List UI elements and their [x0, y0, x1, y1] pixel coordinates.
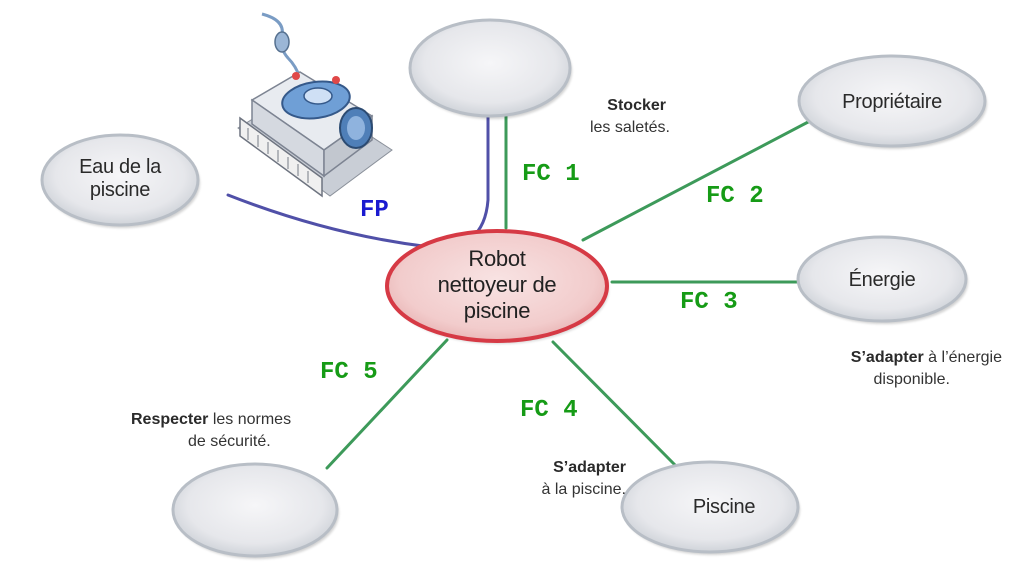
- fc2-label: FC 2: [706, 183, 764, 210]
- fc2-link: [581, 119, 812, 242]
- node-piscine-label: Piscine: [693, 496, 756, 518]
- center-label-line2: nettoyeur de: [438, 272, 557, 297]
- fc5-link: [325, 338, 449, 470]
- fp-label: FP: [360, 197, 389, 224]
- node-top-empty: [408, 18, 572, 119]
- annotation-fc5-verb: Respecter: [131, 411, 208, 428]
- annotation-fc4-verb: S’adapter: [553, 459, 626, 476]
- node-proprietaire: Propriétaire: [797, 54, 987, 149]
- annotation-fc1: Stocker: [607, 97, 666, 114]
- annotation-fc3: S’adapter à l’énergie: [851, 349, 1002, 366]
- fc-links: [325, 114, 812, 470]
- annotation-fc4: S’adapter: [553, 459, 626, 476]
- center-node-robot: Robot nettoyeur de piscine: [385, 229, 609, 344]
- fc3-label: FC 3: [680, 289, 738, 316]
- annotation-fc3-rest: disponible.: [874, 371, 951, 388]
- annotation-fc5-rest: de sécurité.: [188, 433, 271, 450]
- node-bottom-left-empty: [171, 462, 339, 559]
- pool-robot-icon: [237, 12, 393, 198]
- annotation-fc3-inline: à l’énergie: [924, 349, 1002, 366]
- node-eau-de-la-piscine: Eau de la piscine: [40, 133, 200, 228]
- annotation-fc5: Respecter les normes: [131, 411, 291, 428]
- fc4-label: FC 4: [520, 397, 578, 424]
- node-proprietaire-label: Propriétaire: [842, 91, 942, 113]
- node-piscine: Piscine: [620, 460, 800, 555]
- fc5-label: FC 5: [320, 359, 378, 386]
- annotation-fc1-rest: les saletés.: [590, 119, 670, 136]
- annotation-fc3-verb: S’adapter: [851, 349, 924, 366]
- center-label-line3: piscine: [464, 298, 530, 323]
- fc1-label: FC 1: [522, 161, 580, 188]
- node-eau-label-line1: Eau de la: [79, 156, 162, 178]
- fc4-link: [551, 340, 678, 468]
- node-energie: Énergie: [796, 235, 968, 324]
- center-label-line1: Robot: [468, 246, 525, 271]
- annotation-fc4-rest: à la piscine.: [542, 481, 627, 498]
- fp-link: [226, 106, 490, 249]
- annotation-fc5-inline: les normes: [208, 411, 291, 428]
- node-energie-label: Énergie: [849, 268, 916, 291]
- node-eau-label-line2: piscine: [90, 179, 150, 201]
- annotation-fc1-verb: Stocker: [607, 97, 666, 114]
